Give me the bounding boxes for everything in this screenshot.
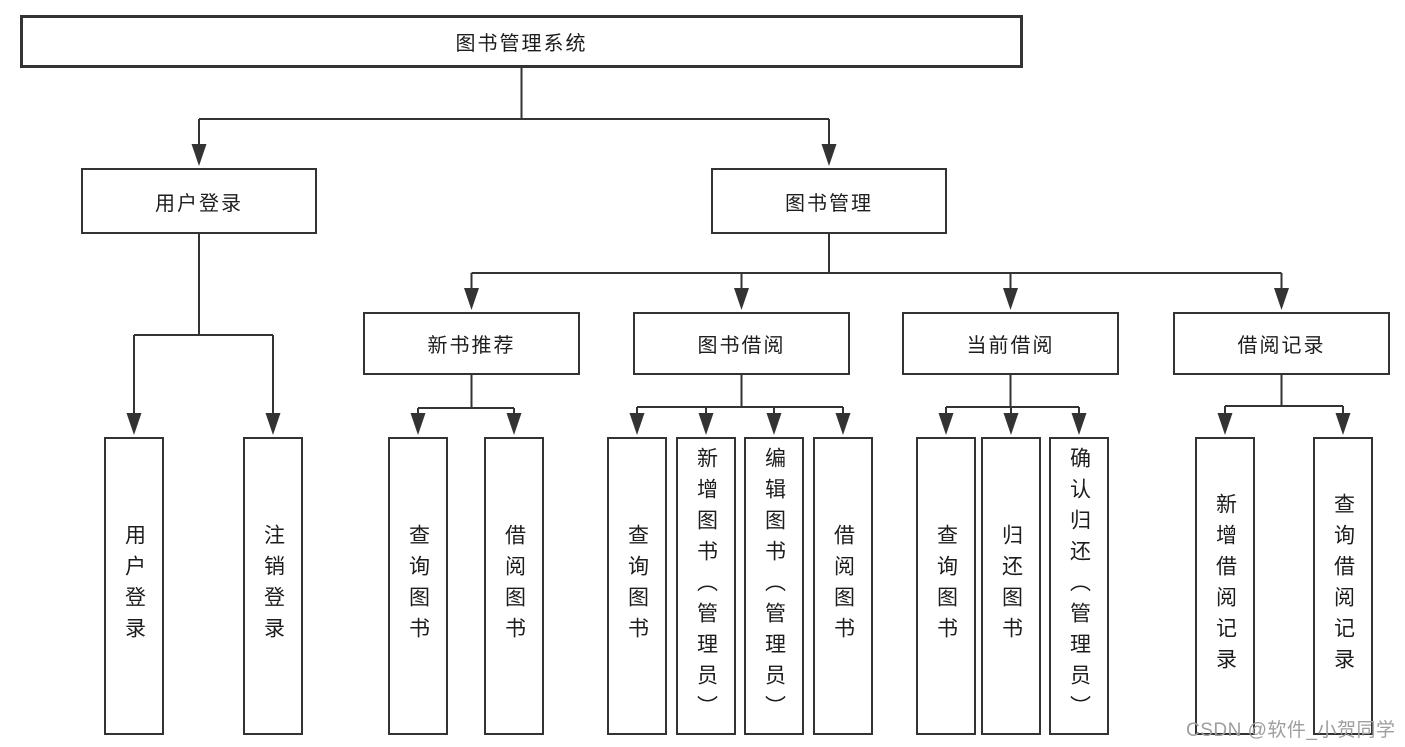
- node-user-login: 用户登录: [81, 168, 317, 234]
- leaf-borrow-query-books: 查询图书: [607, 437, 667, 735]
- node-current-borrow: 当前借阅: [902, 312, 1119, 375]
- leaf-user-login: 用户登录: [104, 437, 164, 735]
- node-book-management: 图书管理: [711, 168, 947, 234]
- leaf-current-query-books: 查询图书: [916, 437, 976, 735]
- node-borrow-records: 借阅记录: [1173, 312, 1390, 375]
- leaf-records-query-record: 查询借阅记录: [1313, 437, 1373, 735]
- leaf-current-confirm-return-admin: 确认归还（管理员）: [1049, 437, 1109, 735]
- leaf-records-add-record: 新增借阅记录: [1195, 437, 1255, 735]
- leaf-borrow-add-books-admin: 新增图书（管理员）: [676, 437, 736, 735]
- leaf-recommend-query-books: 查询图书: [388, 437, 448, 735]
- leaf-recommend-borrow-books: 借阅图书: [484, 437, 544, 735]
- node-new-book-recommend: 新书推荐: [363, 312, 580, 375]
- csdn-watermark: CSDN @软件_小贺同学: [1186, 720, 1396, 741]
- node-root-system: 图书管理系统: [20, 15, 1023, 68]
- leaf-logout: 注销登录: [243, 437, 303, 735]
- leaf-borrow-edit-books-admin: 编辑图书（管理员）: [744, 437, 804, 735]
- leaf-borrow-borrow-books: 借阅图书: [813, 437, 873, 735]
- leaf-current-return-books: 归还图书: [981, 437, 1041, 735]
- node-book-borrow: 图书借阅: [633, 312, 850, 375]
